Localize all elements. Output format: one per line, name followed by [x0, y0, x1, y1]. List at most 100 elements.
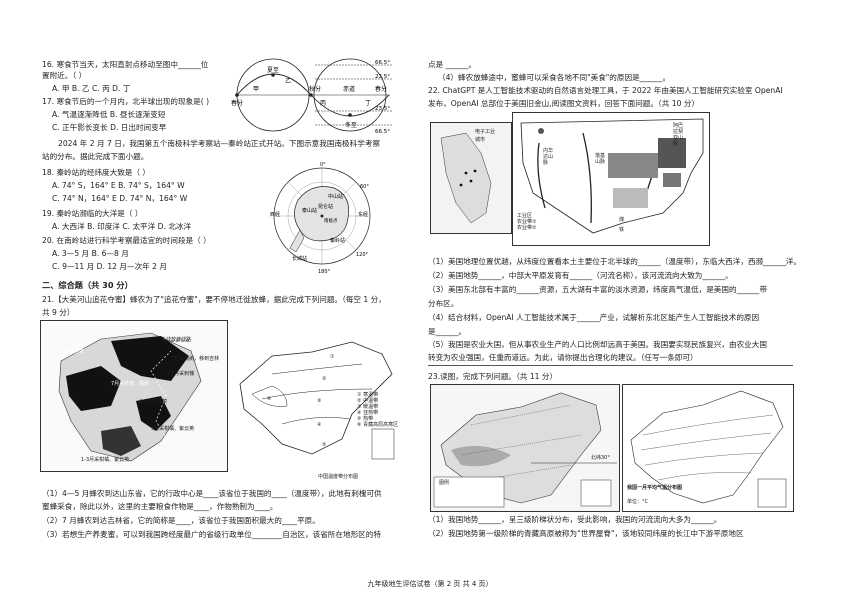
label-bing: 丙 — [320, 100, 326, 107]
q21-stem-2: 共 9 分） — [42, 308, 75, 317]
inset-legend-2: 城市 — [475, 137, 486, 143]
meridian-0: 0° — [320, 162, 326, 168]
china-terrain-map: 北纬30° 图例 — [430, 384, 620, 512]
bee-note-2: 7月采椴树，移到吉林 — [171, 356, 220, 362]
climate-legend: ① 寒温带 ② 中温带 ③ 暖温带 ④ 亚热带 ⑤ 热带 ⑥ 青藏高原高寒区 — [357, 392, 398, 428]
temp-map-title: 我国一月平均气温分布图 — [627, 485, 683, 491]
q16-options: A. 甲 B. 乙 C. 丙 D. 丁 — [52, 84, 131, 93]
station-kunlun: 昆仑站 — [318, 203, 333, 210]
climate-num-5: ⑤ — [322, 442, 327, 448]
q22-stem-1: 22. ChatGPT 是人工智能技术驱动的自然语言处理工具，于 2022 年由… — [428, 86, 783, 95]
label-nevada: 内华达山脉 — [543, 148, 554, 166]
legend-agri-2: 农业带② — [517, 225, 537, 231]
legend-item: ④ 亚热带 — [357, 410, 379, 416]
station-taishan: 泰山站 — [302, 207, 317, 214]
legend-item: ⑤ 热带 — [357, 416, 374, 422]
china-temp-map: 我国一月平均气温分布图 单位：°C — [622, 384, 794, 512]
meridian-60: 60° — [360, 184, 369, 190]
climate-map-title: 中国温度带分布图 — [318, 474, 359, 480]
q22-sub-5: （5）我国是农业大国，但从事农业生产的人口比例却远高于美国。我国要实现民族复兴，… — [428, 340, 767, 349]
bee-note-4: 3月采柑橘、紫云英 — [151, 426, 195, 432]
divider — [428, 365, 793, 366]
q22-sub-2: （2）美国地势______，中部大平原发育有______（河流名称），该河流流向… — [428, 271, 733, 280]
q20-options-ab: A. 3—5 月 B. 6—8 月 — [52, 249, 129, 258]
climate-num-6: ⑥ — [267, 396, 272, 402]
q19-options: A. 大西洋 B. 印度洋 C. 太平洋 D. 北冰洋 — [52, 222, 192, 231]
q23-stem: 23.读图，完成下列问题。（共 11 分） — [428, 372, 558, 381]
label-summer: 夏至 — [267, 67, 279, 74]
q21-sub-1: （1）4—5 月蜂农到达山东省，它的行政中心是____该省位于我国的____（温… — [42, 489, 382, 498]
right-top-1: 点是 ______。 — [428, 60, 476, 69]
bee-route-map: 东线放蜂线路 4-5月采刺槐 7月采椴树，移到吉林 4-5月采油菜 3月采柑橘、… — [40, 320, 228, 472]
label-yi: 乙 — [285, 78, 291, 85]
lat-665n: 66.5° — [375, 60, 390, 66]
q17-options-cd: C. 正午影长变长 D. 日出时间变早 — [52, 123, 167, 132]
q17-stem: 17. 寒食节后的一个月内，北半球出现的现象是( ) — [42, 97, 210, 106]
q18-options-ab: A. 74° S，164° E B. 74° S，164° W — [52, 181, 185, 190]
label-spring: 春分 — [231, 99, 243, 107]
climate-num-4: ④ — [317, 422, 322, 428]
legend-item: ① 寒温带 — [357, 392, 379, 398]
q20-options-cd: C. 9—11 月 D. 12 月—次年 2 月 — [52, 262, 168, 271]
station-changcheng: 长城站 — [292, 255, 307, 262]
climate-zone-map: ① ② ③ ④ ⑤ ⑥ — [232, 334, 408, 474]
q21-sub-3: （2）7 月蜂农到达吉林省，它的简称是____，该省位于我国面积最大的____平… — [42, 516, 320, 525]
meridian-120: 120° — [356, 252, 369, 258]
q19-stem: 19. 秦岭站濒临的大洋是（ ） — [42, 209, 143, 218]
meridian-180: 180° — [318, 269, 331, 275]
lat-665s: 66.5° — [375, 129, 390, 135]
bee-note-6: 6-8月采荞麦 — [56, 349, 85, 355]
q21-sub-4: （3）若想生产养麦蜜，可以到我国跨经度最广的省级行政单位________自治区，… — [42, 530, 381, 539]
station-qinling: 秦岭站 — [330, 237, 345, 244]
q17-options-ab: A. 气温逐渐降低 B. 昼长逐渐变短 — [52, 110, 166, 119]
q22-sub-4: （4）结合材料，OpenAI 人工智能技术属于______产业，试解析东北区能产… — [428, 313, 760, 322]
usa-main-map: 内华达山脉 落基山脉 阿巴拉契亚山脉 工业区 农业带① 农业带② 煤 铁 — [512, 112, 710, 246]
q21-sub-2: 蜜蜂采食，除此以外，这里的主要粮食作物是____，作物熟制为____。 — [42, 502, 278, 511]
intro-line2: 站的分布。据此完成下面小题。 — [42, 152, 149, 161]
q21-stem-1: 21.【大美河山追花夺蜜】蜂农为了"追花夺蜜"，要不停地迁徙放蜂，据此完成下列问… — [42, 295, 386, 304]
q16-line1: 16. 寒食节当天，太阳直射点移动至图中______位 — [42, 60, 209, 69]
bee-note-7: 7月采荞麦、椴树 — [111, 381, 150, 387]
climate-num-1: ① — [330, 354, 335, 360]
legend-agri-1: 农业带① — [517, 219, 537, 225]
label-west: 西经 — [270, 211, 280, 218]
station-zhongshan: 中山站 — [328, 193, 343, 200]
label-equator: 赤道 — [343, 85, 355, 93]
temp-map-unit: 单位：°C — [627, 499, 648, 505]
label-jia: 甲 — [253, 86, 259, 93]
legend-item: ② 中温带 — [357, 398, 379, 404]
q22-sub-3b: 分布区。 — [428, 299, 459, 308]
q23-sub-1: （1）我国地势______，呈三级阶梯状分布，受此影响，我国的河流流向大多为__… — [428, 515, 722, 524]
bee-legend-title: 东线放蜂线路 — [161, 337, 192, 343]
label-appalachian: 阿巴拉契亚山脉 — [673, 123, 684, 147]
intro-line1: 2024 年 2 月 7 日，我国第五个南极科学考察站—秦岭站正式开站。下图示意… — [58, 139, 381, 148]
usa-inset-map: 电子工业 城市 — [430, 122, 512, 234]
q22-sub-4b: 是______。 — [428, 327, 466, 336]
climate-num-2: ② — [322, 376, 327, 382]
terrain-legend: 图例 — [439, 480, 450, 486]
q22-stem-2: 发布，OpenAI 总部位于美国旧金山,阅读图文资料，回答下面问题。（共 10 … — [428, 99, 700, 108]
q22-sub-5b: 转变为农业强国，任重而道远。为此，请你提出合理化的建议。（任写一条即可） — [428, 353, 698, 362]
inset-legend-1: 电子工业 — [475, 129, 496, 135]
page-footer: 九年级地生评估试卷（第 2 页 共 4 页） — [367, 580, 493, 588]
label-rocky: 落基山脉 — [595, 153, 606, 165]
q23-sub-2: （2）我国地势第一级阶梯的青藏高原被称为"世界屋脊"，该地较同纬度的长江中下游平… — [428, 529, 744, 538]
bee-note-5: 1-3月采柑橘、紫云英 — [81, 457, 130, 463]
label-east: 东经 — [358, 211, 368, 218]
section-2-title: 二、综合题（共 30 分） — [42, 280, 133, 290]
legend-item: ⑥ 青藏高原高寒区 — [357, 422, 399, 428]
south-pole: 南极点 — [324, 217, 338, 224]
lat-235s: 23.5° — [375, 106, 390, 112]
label-winter: 冬至 — [345, 121, 357, 129]
climate-num-3: ③ — [317, 398, 322, 404]
legend-iron: 铁 — [619, 227, 625, 233]
legend-coal: 煤 — [619, 217, 625, 223]
q20-stem: 20. 在南岭站进行科学考察最适宜的时间段是（ ） — [42, 236, 211, 245]
seasons-diagram: 夏至 春分 秋分 冬至 赤道 春分 甲 乙 丙 丁 66.5° 23.5° 23… — [231, 58, 393, 135]
usa-legend: 工业区 农业带① 农业带② — [517, 213, 536, 231]
label-autumn: 秋分 — [309, 85, 321, 93]
legend-item: ③ 暖温带 — [357, 404, 379, 410]
lat-235n: 23.5° — [375, 74, 390, 80]
right-top-2: （4）蜂农放蜂途中，蜜蜂可以采食各地不同"美食"的原因是______。 — [438, 73, 671, 82]
q18-options-cd: C. 74° N，164° E D. 74° N，164° W — [52, 194, 188, 203]
